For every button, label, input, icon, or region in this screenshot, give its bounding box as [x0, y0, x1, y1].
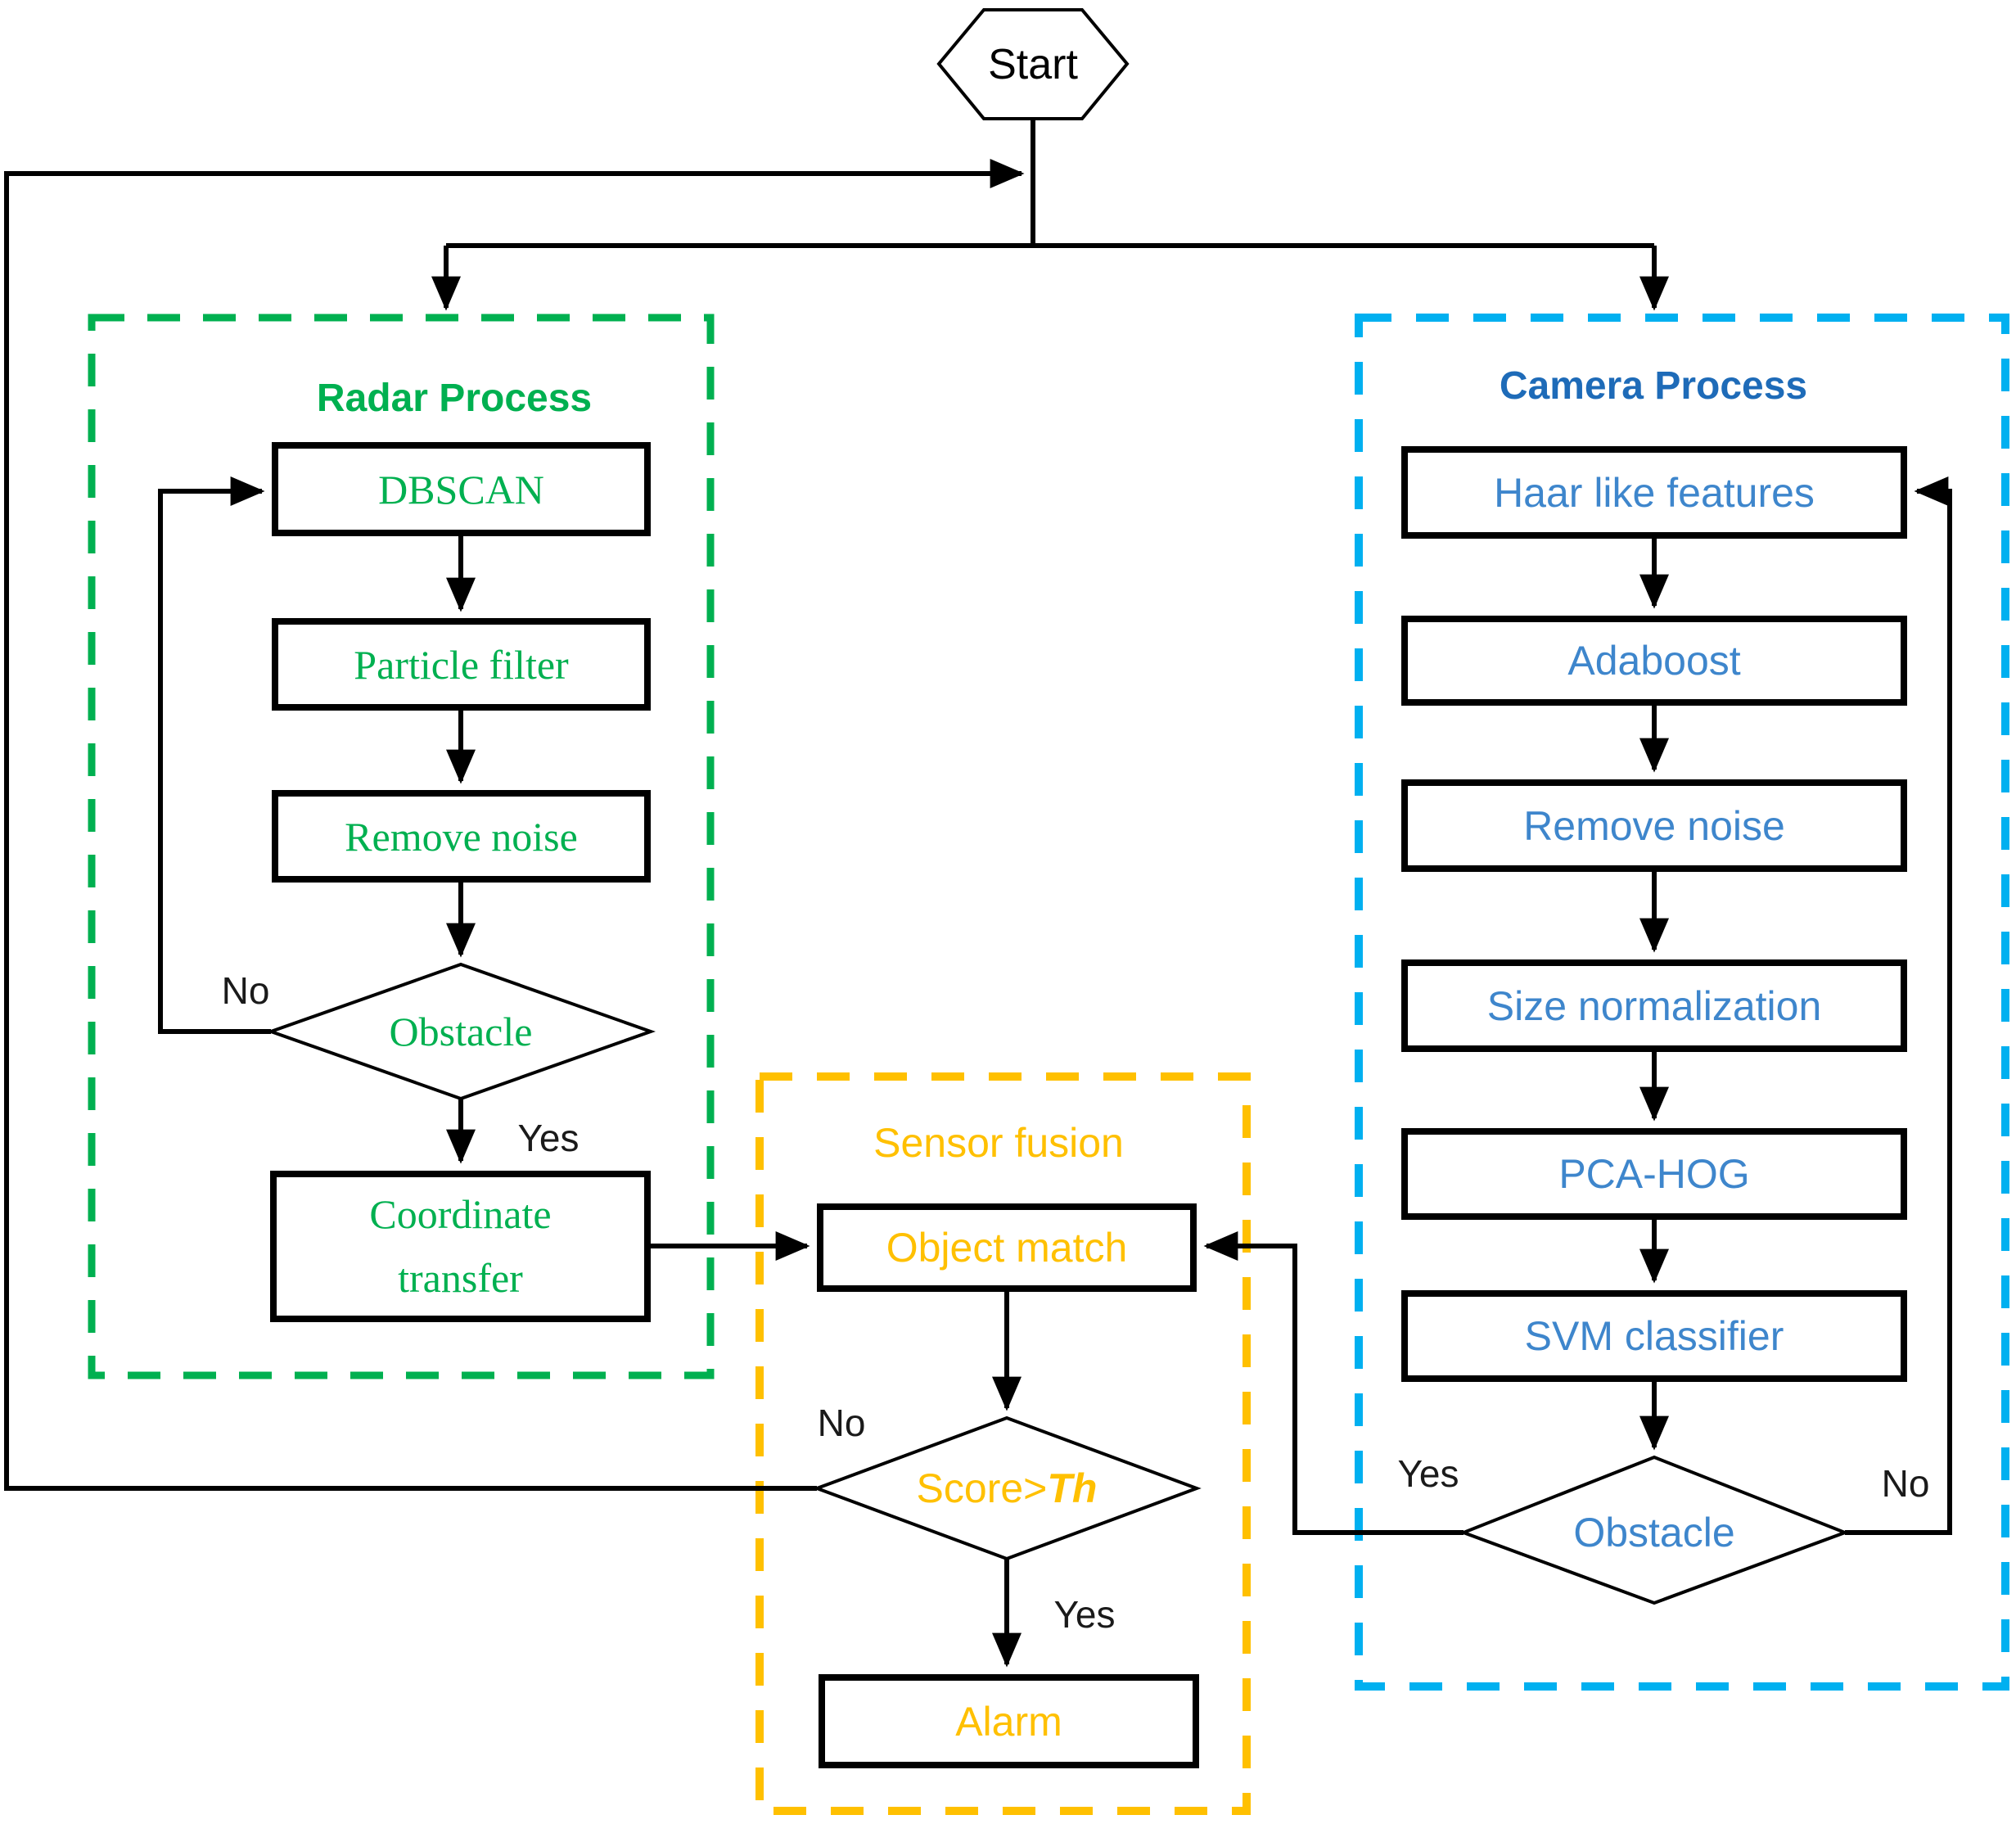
radar-obstacle-no-loop-arrow: [158, 476, 271, 1034]
radar-obstacle-text: Obstacle: [389, 1009, 533, 1054]
camera-obstacle-diamond: [1459, 1455, 1850, 1605]
fusion-alarm: Alarm: [819, 1674, 1199, 1768]
camera-obstacle-text: Obstacle: [1573, 1510, 1735, 1555]
score-threshold-label: Score>Th: [851, 1456, 1162, 1521]
camera-process-title: Camera Process: [1499, 363, 1808, 408]
camera-obstacle-no-label: No: [1881, 1462, 1930, 1505]
sensor-fusion-title: Sensor fusion: [873, 1120, 1124, 1166]
start-node-shape: [936, 8, 1130, 120]
camera-step-remove-noise-label: Remove noise: [1523, 802, 1785, 849]
radar-obstacle-label: Obstacle: [338, 997, 584, 1066]
camera-obstacle-no-loop-arrow: [1845, 476, 1952, 1535]
radar-obstacle-yes-label: Yes: [517, 1117, 580, 1159]
camera-step-svm-label: SVM classifier: [1524, 1313, 1784, 1359]
camera-obstacle-yes-arrow: [1203, 1231, 1464, 1535]
radar-obstacle-diamond: [265, 962, 656, 1101]
start-node-label: Start: [988, 40, 1078, 88]
score-no-label: No: [817, 1402, 866, 1444]
camera-obstacle-yes-label: Yes: [1397, 1452, 1459, 1495]
camera-step-svm: SVM classifier: [1401, 1290, 1907, 1382]
camera-step-adaboost-label: Adaboost: [1567, 638, 1741, 684]
score-no-feedback-arrow: [4, 159, 1025, 1491]
radar-obstacle-no-label: No: [221, 969, 270, 1012]
camera-step-remove-noise: Remove noise: [1401, 779, 1907, 872]
camera-step-adaboost: Adaboost: [1401, 616, 1907, 706]
sensor-fusion-container: [755, 1072, 1251, 1815]
radar-step-remove-noise: Remove noise: [272, 790, 651, 883]
radar-step-particle-filter-label: Particle filter: [354, 641, 569, 688]
radar-step-coordinate-transfer: Coordinate transfer: [270, 1171, 651, 1322]
score-threshold-text: Score>Th: [917, 1465, 1098, 1512]
coordinate-line2: transfer: [398, 1254, 523, 1301]
camera-step-haar: Haar like features: [1401, 446, 1907, 539]
coordinate-line1: Coordinate: [369, 1191, 552, 1237]
camera-step-pca-hog-label: PCA-HOG: [1558, 1151, 1750, 1197]
fusion-alarm-label: Alarm: [955, 1698, 1062, 1745]
score-yes-label: Yes: [1053, 1593, 1116, 1636]
camera-process-container: [1355, 314, 2009, 1691]
radar-step-particle-filter: Particle filter: [272, 618, 651, 711]
radar-step-dbscan-label: DBSCAN: [378, 466, 544, 512]
camera-obstacle-label: Obstacle: [1531, 1498, 1777, 1567]
camera-step-haar-label: Haar like features: [1494, 469, 1815, 516]
camera-step-size-normalization-label: Size normalization: [1486, 982, 1822, 1029]
radar-step-dbscan: DBSCAN: [272, 442, 651, 536]
camera-step-pca-hog: PCA-HOG: [1401, 1128, 1907, 1220]
radar-process-title: Radar Process: [316, 376, 593, 420]
camera-step-size-normalization: Size normalization: [1401, 959, 1907, 1052]
score-prefix: Score>: [916, 1465, 1048, 1511]
fusion-object-match: Object match: [817, 1203, 1197, 1292]
score-threshold-value: Th: [1047, 1465, 1098, 1511]
radar-process-container: [88, 314, 715, 1379]
fusion-object-match-label: Object match: [886, 1225, 1128, 1271]
radar-step-remove-noise-label: Remove noise: [345, 813, 578, 860]
radar-step-coordinate-transfer-label: Coordinate transfer: [369, 1183, 551, 1310]
score-threshold-diamond: [812, 1415, 1202, 1561]
